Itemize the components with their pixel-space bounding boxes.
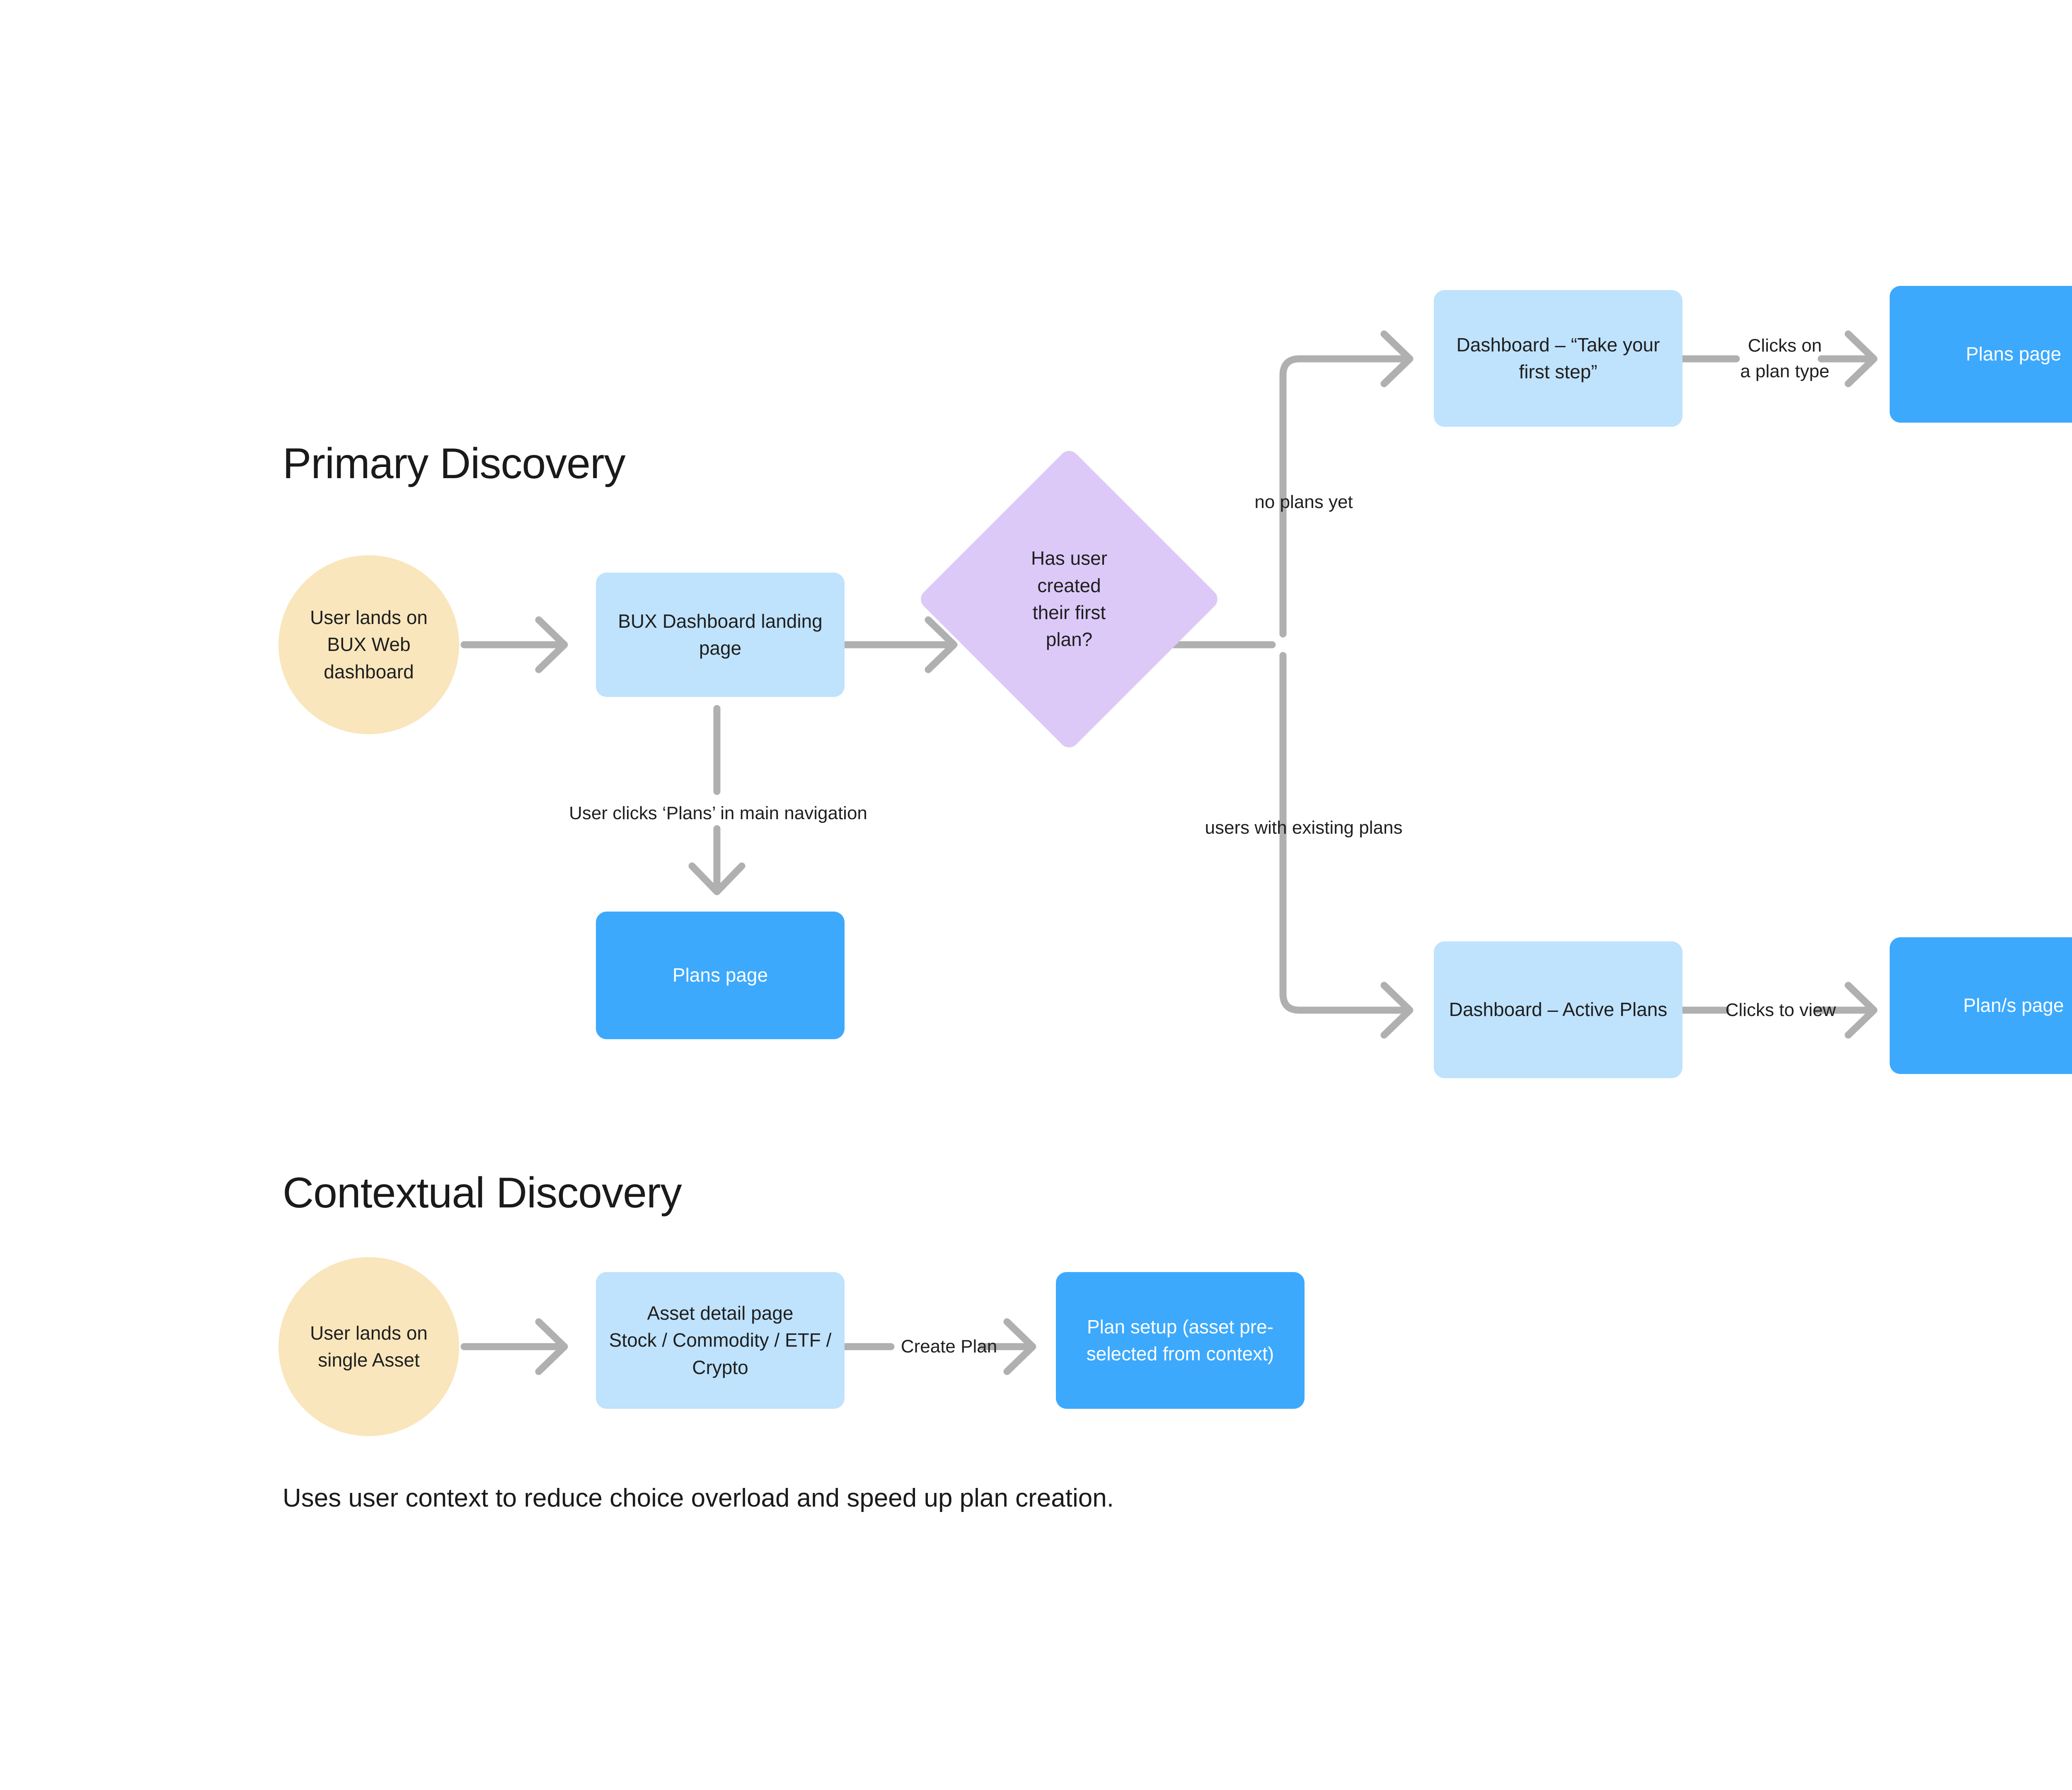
node-label: Asset detail page Stock / Commodity / ET… <box>609 1302 832 1378</box>
node-dashboard-active-plans[interactable]: Dashboard – Active Plans <box>1434 941 1682 1078</box>
arrowhead-start-to-dashboard <box>535 616 568 673</box>
edge-bus-down <box>1279 652 1413 1014</box>
edge-label-clicks-to-view: Clicks to view <box>1725 1000 1836 1020</box>
node-label: Plans page <box>672 964 768 986</box>
node-label: Dashboard – “Take your first step” <box>1456 334 1660 382</box>
node-plan-s-page[interactable]: Plan/s page <box>1890 937 2072 1074</box>
footer-caption: Uses user context to reduce choice overl… <box>283 1484 1114 1512</box>
arrowhead-bus-up <box>1380 330 1414 387</box>
arrowhead-firststep-to-plans <box>1844 330 1878 387</box>
node-plans-page-from-nav[interactable]: Plans page <box>596 912 845 1039</box>
node-user-lands-single-asset[interactable]: User lands on single Asset <box>278 1257 459 1436</box>
node-label: Plan setup (asset pre- selected from con… <box>1086 1316 1274 1364</box>
edge-label-no-plans-yet: no plans yet <box>1254 492 1353 512</box>
node-label: User lands on BUX Web dashboard <box>310 607 428 682</box>
node-label: Dashboard – Active Plans <box>1449 999 1668 1021</box>
arrowhead-activeplans-to-plans <box>1844 982 1878 1039</box>
node-plans-page-top[interactable]: Plans page <box>1890 286 2072 423</box>
node-user-lands-dashboard[interactable]: User lands on BUX Web dashboard <box>278 555 459 734</box>
edge-bus-up <box>1279 355 1413 638</box>
node-dashboard-take-your-first-step[interactable]: Dashboard – “Take your first step” <box>1434 290 1682 427</box>
section-title-contextual: Contextual Discovery <box>283 1169 682 1217</box>
node-label: Has user created their first plan? <box>1031 547 1108 651</box>
node-plan-setup-preselected[interactable]: Plan setup (asset pre- selected from con… <box>1056 1272 1305 1409</box>
node-label: User lands on single Asset <box>310 1322 428 1371</box>
node-label: Plans page <box>1965 343 2062 365</box>
arrowhead-asset-start-to-detail <box>535 1318 568 1375</box>
edge-label-users-with-existing-plans: users with existing plans <box>1205 818 1403 838</box>
node-decision-has-user-created-first-plan[interactable]: Has user created their first plan? <box>917 447 1222 752</box>
arrowhead-bus-down <box>1380 982 1414 1039</box>
arrowhead-dashboard-to-decision <box>925 616 958 673</box>
edge-label-create-plan: Create Plan <box>900 1336 997 1357</box>
arrowhead-detail-to-setup <box>1003 1318 1036 1375</box>
arrowhead-dashboard-down <box>688 862 746 895</box>
node-bux-dashboard-landing-page[interactable]: BUX Dashboard landing page <box>596 573 845 697</box>
node-asset-detail-page[interactable]: Asset detail page Stock / Commodity / ET… <box>596 1272 845 1409</box>
node-label: BUX Dashboard landing page <box>618 610 823 659</box>
section-title-primary: Primary Discovery <box>283 440 626 488</box>
edge-label-user-clicks-plans-nav: User clicks ‘Plans’ in main navigation <box>569 803 867 823</box>
node-label: Plan/s page <box>1963 994 2064 1016</box>
edge-label-clicks-on-a-plan-type: Clicks on a plan type <box>1740 335 1830 382</box>
